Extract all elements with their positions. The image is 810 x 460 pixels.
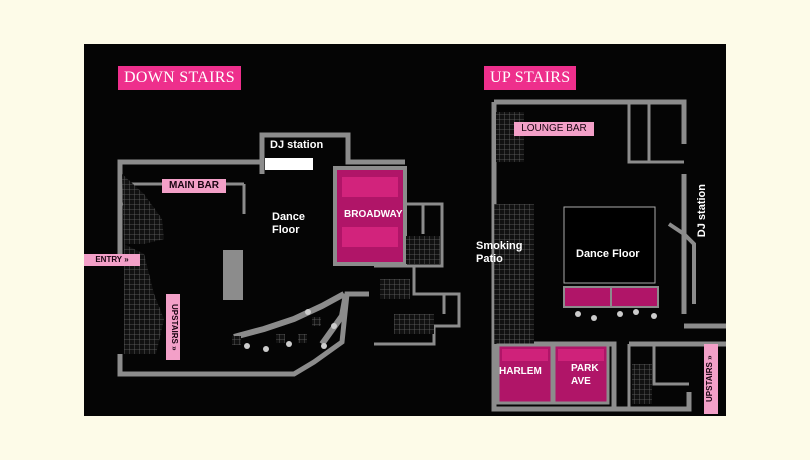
upstairs-upstairs-link[interactable]: UPSTAIRS »	[704, 344, 718, 414]
park-ave-label: PARK AVE	[571, 363, 599, 387]
main-bar-label: MAIN BAR	[162, 179, 226, 193]
smoking-patio-label: Smoking Patio	[476, 240, 523, 265]
floor-plan-map: DOWN STAIRS UP STAIRS DJ station MAIN BA…	[84, 44, 726, 416]
downstairs-tables	[232, 309, 337, 352]
downstairs-restrooms	[374, 202, 461, 346]
lounge-bar-label: LOUNGE BAR	[514, 122, 594, 136]
dj-station-downstairs: DJ station	[270, 139, 324, 151]
harlem-label: HARLEM	[499, 366, 542, 377]
downstairs-title: DOWN STAIRS	[118, 66, 241, 90]
upstairs-title: UP STAIRS	[484, 66, 577, 90]
downstairs-upstairs-link[interactable]: UPSTAIRS »	[166, 294, 180, 360]
pillar	[223, 250, 243, 300]
floor-plan-drawing	[117, 99, 726, 412]
stairs-grid-left	[124, 244, 164, 354]
dj-station-upstairs: DJ station	[696, 184, 708, 238]
booth-wall	[233, 291, 346, 340]
entry-link[interactable]: ENTRY »	[84, 254, 140, 266]
upstairs-dance-floor-label: Dance Floor	[576, 248, 640, 260]
dj-booth-bar	[265, 158, 313, 170]
downstairs-dance-floor: Dance Floor	[272, 211, 306, 236]
smoking-patio-grid	[494, 204, 534, 344]
upstairs-dance-floor	[563, 206, 656, 284]
broadway-label: BROADWAY	[344, 209, 403, 220]
